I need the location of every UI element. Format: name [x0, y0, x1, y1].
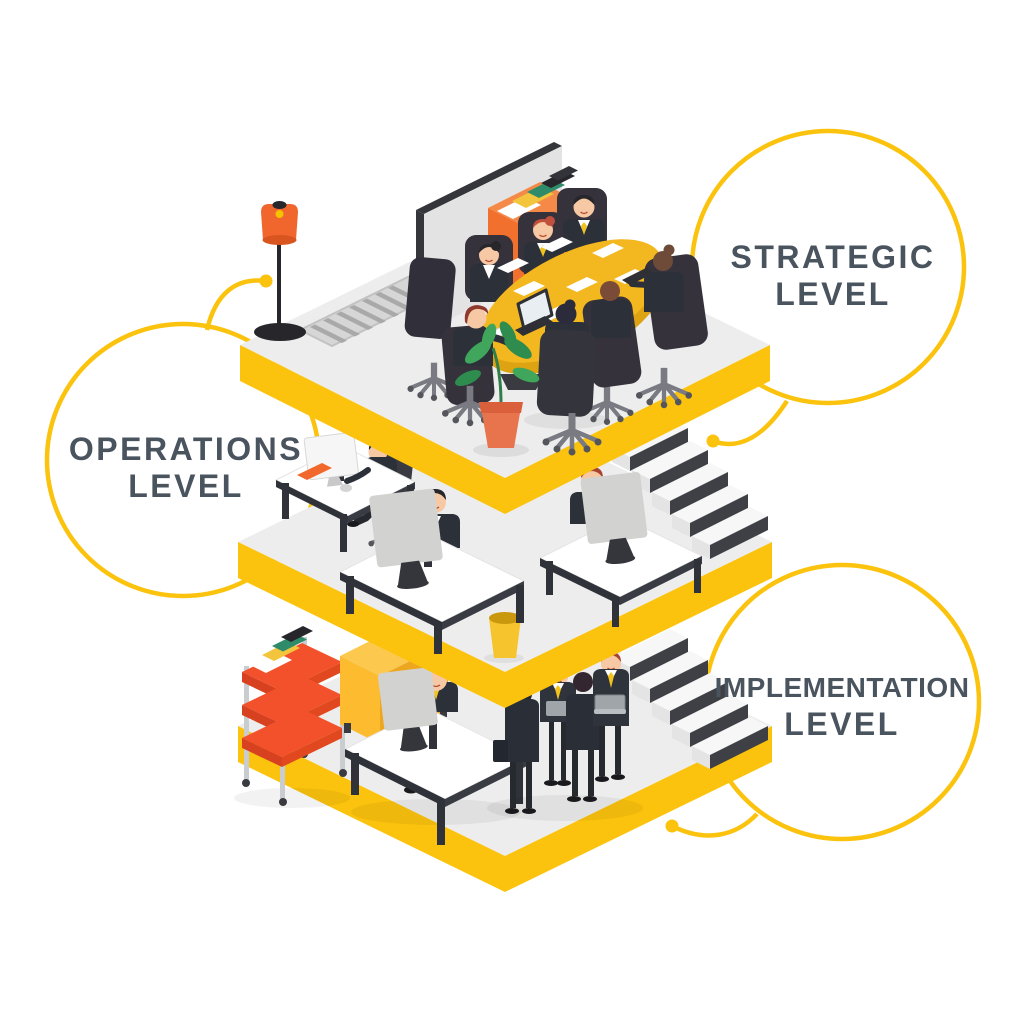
potted-plant — [455, 321, 540, 457]
worker-arm — [344, 467, 371, 484]
book-cart — [234, 626, 350, 808]
attendee-back — [591, 281, 631, 338]
operations-level-line1: OPERATIONS — [68, 431, 304, 467]
implementation-level-label: IMPLEMENTATION LEVEL — [662, 669, 1022, 743]
laptop — [515, 288, 554, 336]
books — [497, 166, 578, 219]
books — [252, 626, 313, 673]
attendee-front-row — [441, 299, 602, 456]
floor-skirt-left — [238, 726, 505, 892]
orange-book — [297, 463, 332, 480]
desktop-monitor — [369, 488, 443, 589]
floor-skirt-right — [505, 726, 772, 892]
floor-skirt-left — [240, 345, 505, 514]
cart-shelf — [242, 709, 342, 767]
implementation-level-line2: LEVEL — [784, 706, 900, 742]
desk — [343, 707, 529, 845]
strategic-level-line1: STRATEGIC — [730, 239, 936, 275]
attendee-right-side — [580, 244, 708, 425]
implementation-workstation — [343, 667, 529, 845]
trash-bin — [484, 612, 524, 663]
strategic-level-line2: LEVEL — [775, 276, 891, 312]
handheld-laptop — [594, 694, 626, 714]
rug — [297, 274, 445, 348]
implementation-level-line1: IMPLEMENTATION — [714, 672, 970, 703]
operations-level-line2: LEVEL — [128, 468, 244, 504]
floor-lamp — [254, 201, 306, 341]
standing-person-back — [566, 672, 600, 802]
floor-skirt-right — [505, 345, 770, 514]
strategic-dot — [706, 434, 720, 448]
operations-workstation-right — [538, 467, 704, 627]
floor-skirt-left — [238, 542, 505, 708]
strategic-floor — [240, 142, 770, 514]
operations-workstation-center — [338, 488, 526, 654]
operations-floor — [238, 412, 772, 708]
strategic-level-label: STRATEGIC LEVEL — [683, 239, 983, 313]
attendee — [470, 241, 508, 302]
desktop-monitor — [378, 667, 438, 752]
floor-skirt-right — [505, 542, 772, 708]
operations-level-label: OPERATIONS LEVEL — [36, 431, 336, 505]
attendee-back — [622, 244, 684, 312]
executive-chair — [404, 257, 461, 401]
operations-dot — [259, 274, 273, 288]
tablet — [622, 268, 654, 285]
mouse — [340, 484, 352, 492]
stairs-lower — [612, 629, 768, 769]
desktop-monitor — [580, 472, 648, 564]
standing-person-laptop — [593, 652, 629, 782]
implementation-dot — [665, 819, 679, 833]
implementation-floor — [234, 596, 772, 892]
